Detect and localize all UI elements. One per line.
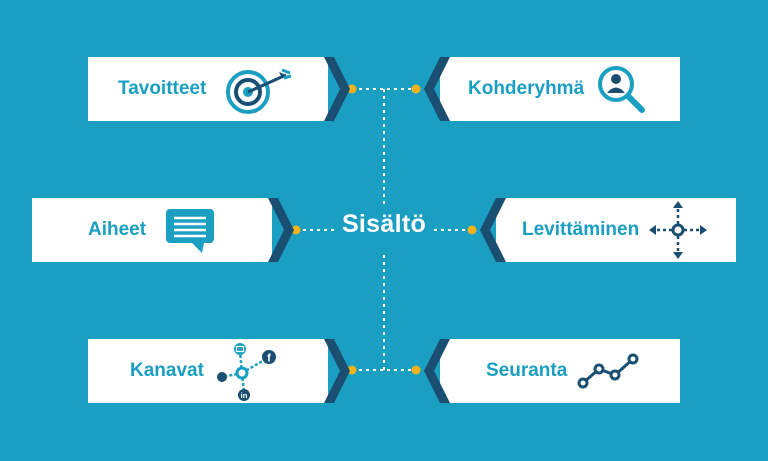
card-label-aiheet: Aiheet — [88, 219, 147, 240]
card-levittaminen: Levittäminen — [480, 198, 736, 262]
center-title: Sisältö — [341, 210, 427, 238]
speech-bubble-icon — [164, 205, 218, 255]
card-kanavat: Kanavat f in — [88, 339, 350, 403]
line-graph-icon — [577, 351, 639, 391]
dot-bottom-left — [347, 365, 357, 375]
svg-text:in: in — [241, 391, 248, 400]
card-label-seuranta: Seuranta — [486, 360, 568, 381]
svg-text:f: f — [267, 353, 271, 365]
target-icon — [224, 64, 294, 114]
card-label-kohderyhma: Kohderyhmä — [468, 78, 585, 99]
card-label-levittaminen: Levittäminen — [522, 219, 640, 240]
card-kohderyhma: Kohderyhmä — [424, 57, 680, 121]
dot-top-left — [347, 84, 357, 94]
dot-mid-left — [291, 225, 301, 235]
card-tavoitteet: Tavoitteet — [88, 57, 350, 121]
dot-mid-right — [467, 225, 477, 235]
card-aiheet: Aiheet — [32, 198, 294, 262]
card-label-tavoitteet: Tavoitteet — [118, 78, 207, 99]
dot-bottom-right — [411, 365, 421, 375]
dot-top-right — [411, 84, 421, 94]
four-way-arrows-icon — [647, 199, 709, 261]
card-seuranta: Seuranta — [424, 339, 680, 403]
social-channels-icon: f in — [212, 339, 284, 403]
magnifier-person-icon — [596, 62, 646, 116]
card-label-kanavat: Kanavat — [130, 360, 204, 381]
